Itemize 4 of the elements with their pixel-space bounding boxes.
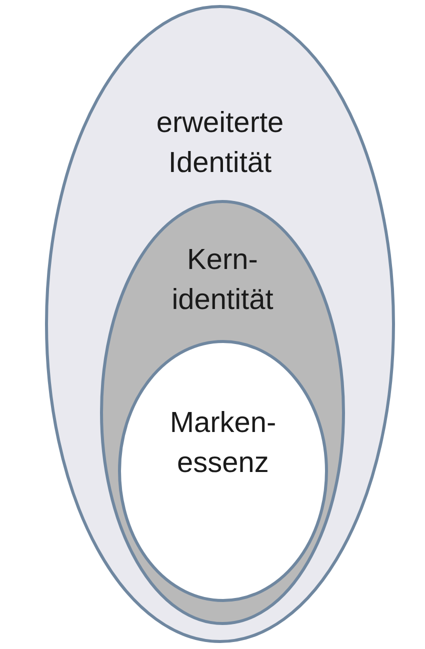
ellipse-label: Kern- identität — [170, 243, 274, 318]
ellipse-label: Marken- essenz — [168, 406, 278, 481]
ellipse — [118, 340, 328, 602]
ellipse-label: erweiterte Identität — [155, 106, 285, 181]
